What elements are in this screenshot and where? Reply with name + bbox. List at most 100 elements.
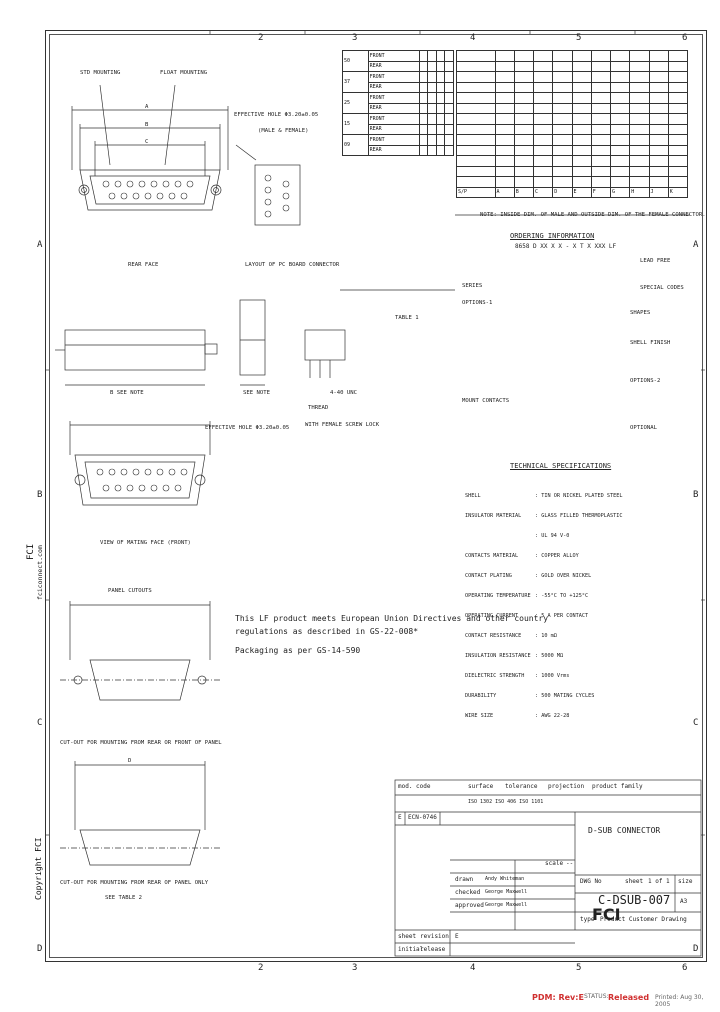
ordering-lead-free: LEAD FREE <box>640 258 671 264</box>
table1-cell <box>435 71 446 83</box>
dim-a-label: A <box>145 104 149 110</box>
ordering-title: ORDERING INFORMATION <box>510 232 595 240</box>
table2-cell <box>648 176 669 188</box>
table2-cell <box>609 102 631 114</box>
pdm-status-label: STATUS: <box>584 993 609 1000</box>
tb-type-val: Product Customer Drawing <box>600 916 687 923</box>
table2-cell <box>629 176 650 188</box>
spec-value: : 5 A PER CONTACT <box>535 613 589 619</box>
table2-cell <box>552 144 573 156</box>
table2-cell: H <box>629 186 650 198</box>
spec-value: : 5000 MΩ <box>535 653 564 659</box>
table2-cell <box>609 81 631 93</box>
table2-cell <box>667 102 689 114</box>
table2-cell <box>667 155 689 167</box>
tb-dwg-no-label: DWG No <box>580 878 602 885</box>
table2-cell <box>667 165 689 177</box>
table1-cell <box>444 92 454 104</box>
spec-label: WIRE SIZE <box>465 713 494 719</box>
table1-cell <box>435 134 446 146</box>
table2-cell: C <box>532 186 554 198</box>
table2-cell <box>552 165 573 177</box>
table2-cell <box>667 50 689 62</box>
table2-cell <box>609 134 631 146</box>
lf-note-line-2: regulations as described in GS-22-008* <box>235 627 419 636</box>
table2-cell <box>648 144 669 156</box>
table1-cell <box>444 123 454 135</box>
table2-cell: D <box>552 186 573 198</box>
zone-left-C: C <box>37 718 43 728</box>
table1-row: REAR <box>343 81 454 93</box>
table2-cell <box>513 113 535 125</box>
table2-cell <box>571 50 592 62</box>
zone-top-6: 6 <box>682 33 688 43</box>
table2-cell <box>629 81 650 93</box>
table2-cell <box>532 102 554 114</box>
table1-cell <box>444 50 454 62</box>
table2-cell: B <box>513 186 535 198</box>
table2-cell <box>648 81 669 93</box>
table2-row <box>456 144 689 156</box>
table2-cell <box>532 155 554 167</box>
zone-top-4: 4 <box>470 33 476 43</box>
table2-cell <box>532 81 554 93</box>
table1-type: REAR <box>367 81 420 93</box>
table2-cell <box>494 134 515 146</box>
table2-cell <box>494 176 515 188</box>
table1-cell <box>444 113 454 125</box>
table2-cell <box>513 165 535 177</box>
table2-cell <box>552 102 573 114</box>
table2-cell <box>648 92 669 104</box>
table2-cell <box>667 123 689 135</box>
table2-cell <box>667 60 689 72</box>
spec-label: DURABILITY <box>465 693 497 699</box>
table2-row <box>456 113 689 125</box>
tb-sheet-label: sheet <box>625 878 644 885</box>
ordering-special-codes: SPECIAL CODES <box>640 285 684 291</box>
table2-cell <box>552 155 573 167</box>
table2-cell <box>590 165 612 177</box>
table2-cell <box>609 144 631 156</box>
table1-cell <box>418 134 429 146</box>
tb-surface: surface <box>468 783 494 790</box>
table2-cell: F <box>590 186 612 198</box>
pdm-status: Released <box>608 993 650 1002</box>
ordering-options1: OPTIONS-1 <box>462 300 493 306</box>
table2-cell <box>648 165 669 177</box>
table2-cell <box>629 165 650 177</box>
spec-label: INSULATOR MATERIAL <box>465 513 522 519</box>
cutout-rear-label: CUT-OUT FOR MOUNTING FROM REAR OR FRONT … <box>60 740 222 746</box>
tb-ecn: ECN-0746 <box>408 814 437 821</box>
tb-checked-label: checked <box>455 889 481 896</box>
dim-c-label: C <box>145 139 149 145</box>
table2-cell <box>456 60 496 72</box>
spec-value: : AWG 22-28 <box>535 713 570 719</box>
tb-approved-by: George Maxwell <box>485 902 528 908</box>
table1-cell <box>435 113 446 125</box>
table2-cell <box>609 92 631 104</box>
table2-cell <box>571 113 592 125</box>
zone-bottom-6: 6 <box>682 963 688 973</box>
table2-cell <box>494 81 515 93</box>
table1-row: REAR <box>343 144 454 156</box>
table2-cell <box>513 60 535 72</box>
table2-cell <box>532 113 554 125</box>
table2-cell <box>456 165 496 177</box>
table2-cell <box>629 113 650 125</box>
table2-cell <box>609 113 631 125</box>
table2-cell <box>590 102 612 114</box>
tb-sheet-rev-label: sheet <box>398 933 417 940</box>
table2-cell <box>648 134 669 146</box>
table2-cell <box>494 71 515 83</box>
table2-cell <box>494 165 515 177</box>
tb-sheet-val: 1 of 1 <box>648 878 670 885</box>
table2-cell <box>552 123 573 135</box>
dim-d-label: D <box>128 758 132 764</box>
table2-cell <box>456 92 496 104</box>
table2-cell <box>571 144 592 156</box>
table1-cell <box>444 81 454 93</box>
spec-value: : UL 94 V-0 <box>535 533 570 539</box>
